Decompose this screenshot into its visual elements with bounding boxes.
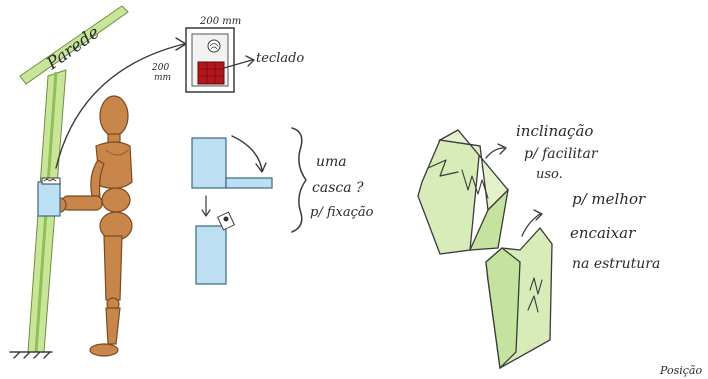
dim-left-label-1: 200	[151, 63, 169, 73]
shell-label-1: uma	[316, 154, 347, 170]
dim-left-label-2: mm	[154, 73, 171, 83]
figure-head	[100, 96, 128, 136]
figure-foot	[90, 344, 118, 356]
wall-label: Parede	[42, 23, 103, 75]
keyboard-label: teclado	[256, 51, 304, 66]
tilt-label-3: uso.	[536, 167, 563, 182]
figure-abdomen	[102, 188, 130, 212]
fit-label-2: encaixar	[570, 224, 636, 242]
shell-label-2: casca ?	[312, 180, 364, 196]
figure-forearm	[62, 196, 102, 210]
keypad-keys	[198, 62, 224, 84]
tilt-label-1: inclinação	[516, 122, 593, 140]
fit-label-1: p/ melhor	[572, 190, 646, 208]
wall-device	[38, 178, 60, 216]
fitting-box-sketch: p/ melhor encaixar na estrutura	[486, 190, 660, 368]
shell-label-3: p/ fixação	[310, 205, 374, 220]
dim-top-label: 200 mm	[199, 16, 241, 27]
shell-mount-sketch: uma casca ? p/ fixação	[192, 128, 374, 284]
figure-thigh	[104, 236, 122, 300]
fit-label-3: na estrutura	[572, 256, 660, 272]
figure-shin	[106, 308, 120, 344]
tilt-label-2: p/ facilitar	[524, 146, 599, 162]
human-figure	[54, 96, 132, 356]
position-label: Posição	[659, 364, 702, 377]
keypad-sketch: 200 mm 200 mm teclado	[151, 16, 304, 92]
